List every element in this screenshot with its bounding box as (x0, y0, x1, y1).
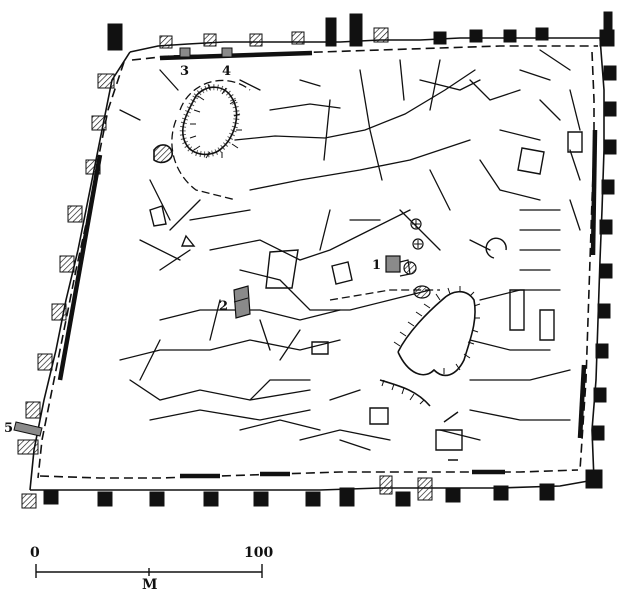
scale-unit-label: M (142, 577, 158, 593)
towers-top (107, 11, 615, 51)
scale-start-label: 0 (30, 545, 40, 561)
city-wall (29, 37, 605, 491)
marker-label-3: 3 (180, 64, 190, 79)
excavation-trench-5 (13, 421, 43, 437)
marker-label-1: 1 (372, 258, 382, 273)
excavation-trench-2 (233, 285, 251, 319)
towers-left (17, 73, 115, 509)
towers-right (585, 65, 617, 489)
eroded-ridge (379, 290, 476, 407)
excavation-trench-3 (179, 47, 191, 58)
eroded-ridge-ticks (189, 83, 481, 405)
wall-solid-segments (57, 50, 598, 479)
marker-label-5: 5 (4, 421, 14, 436)
scale-end-label: 100 (244, 545, 274, 561)
scale-bar (35, 564, 263, 578)
citadel-mound (153, 84, 240, 164)
central-complex (385, 218, 431, 299)
marker-label-2: 2 (219, 299, 229, 314)
excavation-trench-4 (221, 47, 233, 58)
marker-label-4: 4 (222, 64, 232, 79)
towers-bottom (43, 483, 555, 507)
gate-bottom (379, 475, 433, 501)
building-outlines (149, 131, 583, 461)
interior-ruins-dashed (171, 79, 440, 301)
